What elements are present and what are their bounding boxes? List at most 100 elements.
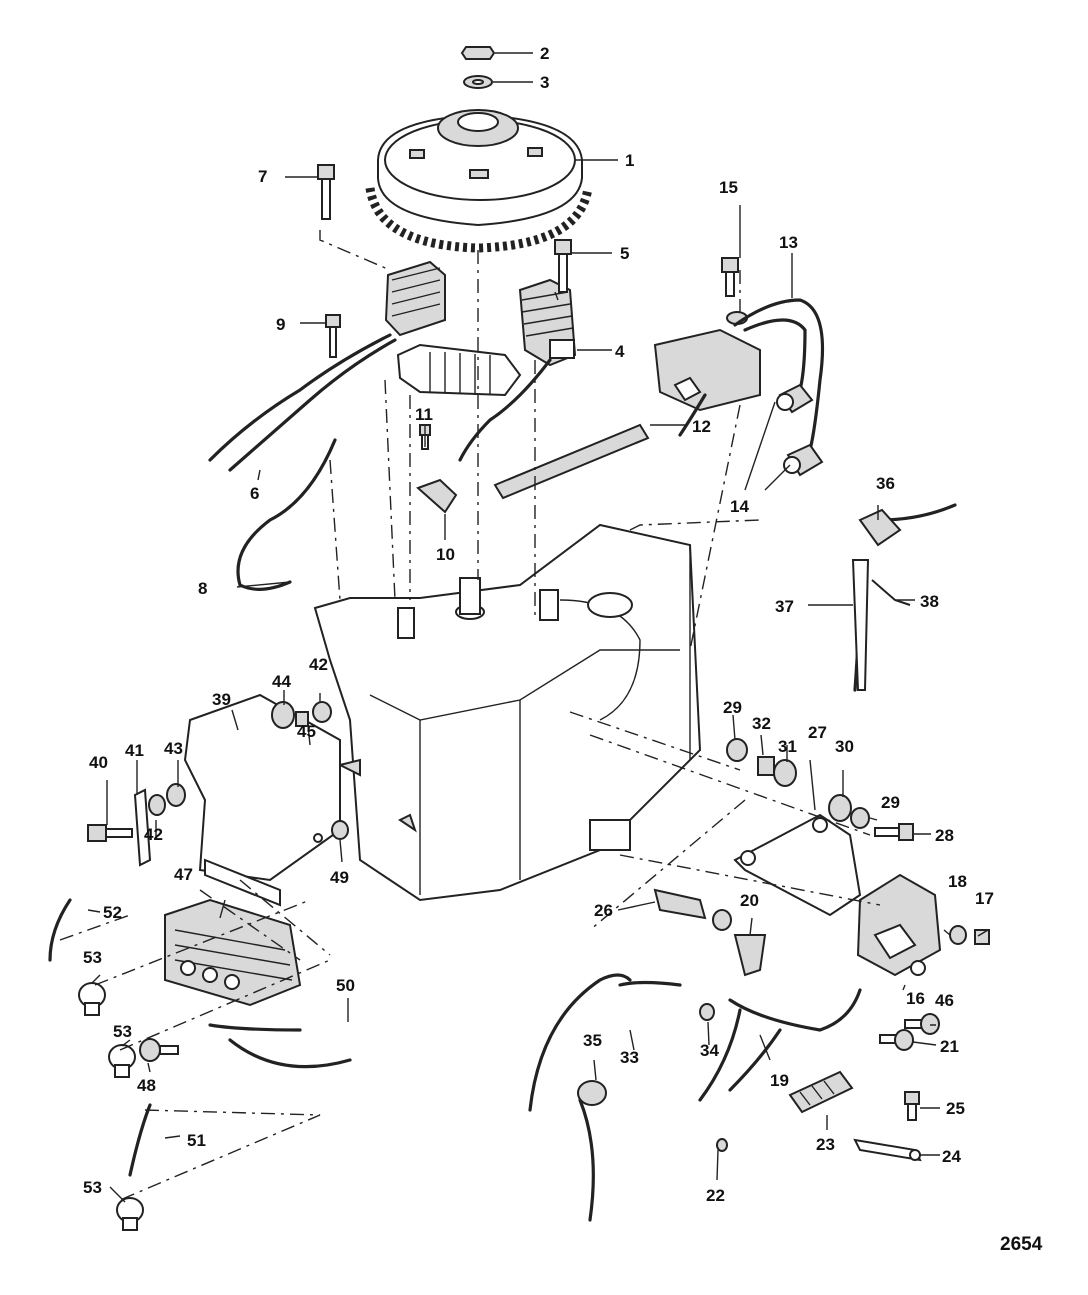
washer-18	[949, 925, 967, 945]
grommet-31	[773, 759, 797, 787]
rectifier	[164, 898, 302, 1007]
callout-10: 10	[436, 545, 455, 564]
strap-24	[853, 1138, 922, 1162]
callout-53b: 53	[113, 1022, 132, 1041]
flywheel	[365, 109, 593, 253]
callout-37: 37	[775, 597, 794, 616]
washer-42b	[312, 701, 332, 723]
callout-32: 32	[752, 714, 771, 733]
callout-51: 51	[187, 1131, 206, 1150]
callout-50: 50	[336, 976, 355, 995]
callout-34: 34	[700, 1041, 719, 1060]
callout-22: 22	[706, 1186, 725, 1205]
callout-42b: 42	[144, 825, 163, 844]
callout-19: 19	[770, 1071, 789, 1090]
bolt-46	[904, 1013, 940, 1035]
sender-20	[733, 934, 767, 977]
clip-38	[871, 579, 911, 606]
callout-12: 12	[692, 417, 711, 436]
callout-2: 2	[540, 44, 549, 63]
bolt-48	[139, 1038, 179, 1062]
engine-block	[313, 523, 702, 902]
callout-25: 25	[946, 1099, 965, 1118]
callout-23: 23	[816, 1135, 835, 1154]
callout-41: 41	[125, 741, 144, 760]
washer-29b	[850, 807, 870, 829]
callout-30: 30	[835, 737, 854, 756]
bolt-9	[325, 314, 341, 358]
callout-43: 43	[164, 739, 183, 758]
callout-46: 46	[935, 991, 954, 1010]
lanyard-37	[851, 559, 870, 691]
nut-34	[699, 1003, 715, 1021]
bolt-25	[904, 1091, 920, 1121]
starter-solenoid	[856, 873, 942, 977]
callout-49: 49	[330, 868, 349, 887]
clamp-10	[416, 478, 458, 514]
grommet-30	[828, 794, 852, 822]
boot-53c	[116, 1197, 144, 1231]
stator-coil-left	[384, 260, 522, 397]
callout-5: 5	[620, 244, 629, 263]
link-plate	[733, 813, 862, 917]
callout-18: 18	[948, 872, 967, 891]
spacer-45	[295, 711, 309, 727]
spacer-32	[757, 756, 775, 776]
callout-36: 36	[876, 474, 895, 493]
callout-38: 38	[920, 592, 939, 611]
callout-39: 39	[212, 690, 231, 709]
wiring	[48, 298, 957, 1222]
callout-29a: 29	[723, 698, 742, 717]
callout-11: 11	[415, 405, 433, 424]
trigger-coil	[518, 278, 577, 367]
callout-21: 21	[940, 1037, 959, 1056]
callout-27: 27	[808, 723, 827, 742]
callout-42a: 42	[309, 655, 328, 674]
sensor-35	[577, 1080, 607, 1106]
callout-9: 9	[276, 315, 285, 334]
callout-35: 35	[583, 1031, 602, 1050]
nut-49	[331, 820, 349, 840]
nut-43	[166, 783, 186, 807]
callout-48: 48	[137, 1076, 156, 1095]
bolt-21	[879, 1029, 914, 1051]
callout-40: 40	[89, 753, 108, 772]
bolt-40	[87, 824, 133, 842]
washer-42a	[148, 794, 166, 816]
callout-24: 24	[942, 1147, 961, 1166]
callout-29b: 29	[881, 793, 900, 812]
sleeve-23	[788, 1070, 854, 1114]
leader-lines	[87, 52, 989, 1203]
connector-36	[858, 508, 902, 547]
callout-17: 17	[975, 889, 994, 908]
callout-33: 33	[620, 1048, 639, 1067]
flywheel-nut	[460, 46, 496, 60]
sleeve-12	[493, 423, 650, 500]
bolt-17	[974, 929, 990, 945]
mounting-bracket	[183, 693, 341, 907]
spark-plug-caps	[776, 383, 824, 477]
bolt-5	[554, 239, 572, 293]
callout-15: 15	[719, 178, 738, 197]
callout-44: 44	[272, 672, 291, 691]
alignment-lines	[59, 230, 881, 1201]
callout-47: 47	[174, 865, 193, 884]
callout-14: 14	[730, 497, 749, 516]
callout-45: 45	[297, 722, 316, 741]
bolt-28	[874, 823, 914, 841]
callout-8: 8	[198, 579, 207, 598]
callout-16: 16	[906, 989, 925, 1008]
callout-1: 1	[625, 151, 634, 170]
callout-53a: 53	[83, 948, 102, 967]
drawing-number: 2654	[1000, 1234, 1043, 1255]
callout-26: 26	[594, 901, 613, 920]
callout-3: 3	[540, 73, 549, 92]
boot-53b	[108, 1044, 136, 1078]
sensor-26	[653, 888, 732, 931]
callout-4: 4	[615, 342, 625, 361]
terminal-22	[716, 1138, 728, 1152]
boot-53a	[78, 982, 106, 1016]
hardware	[78, 164, 990, 1231]
